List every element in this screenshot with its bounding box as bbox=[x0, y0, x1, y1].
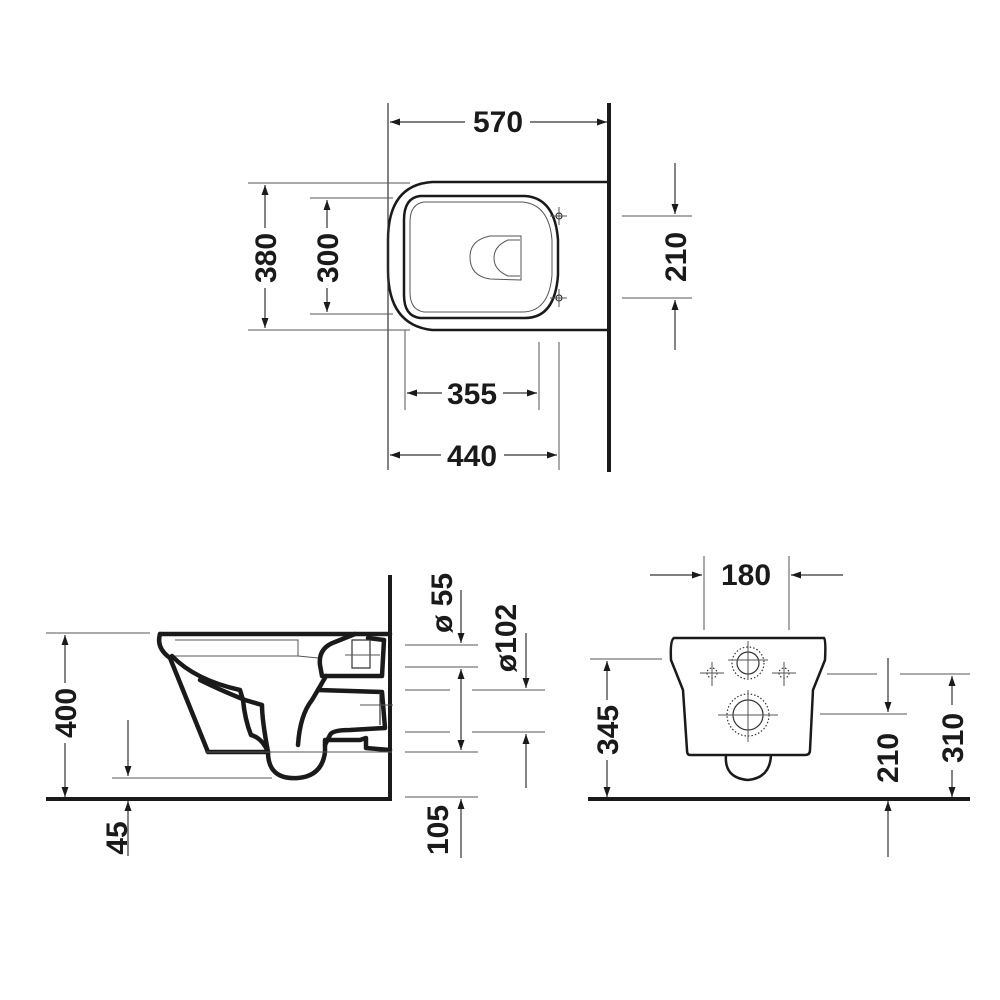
dim-105: 105 bbox=[422, 805, 455, 855]
dim-180: 180 bbox=[721, 559, 771, 592]
top-view: 570 380 300 210 355 440 bbox=[248, 103, 693, 473]
dim-210-top: 210 bbox=[660, 232, 693, 282]
dim-dia-102: ø102 bbox=[490, 604, 523, 672]
bowl-inner-rim bbox=[402, 194, 560, 320]
dim-345: 345 bbox=[592, 705, 625, 755]
fixing-hole-icon bbox=[550, 289, 567, 307]
side-view: 400 45 ø 55 ø102 105 bbox=[46, 573, 545, 858]
fixing-hole-icon bbox=[550, 207, 567, 225]
dim-570: 570 bbox=[473, 106, 523, 139]
dim-355: 355 bbox=[447, 378, 497, 411]
outlet-hole-icon bbox=[718, 690, 778, 742]
rear-view: 180 345 210 310 bbox=[588, 556, 970, 857]
fixing-hole-icon bbox=[772, 662, 796, 686]
dim-210-rear: 210 bbox=[872, 733, 905, 783]
dim-440: 440 bbox=[447, 440, 497, 473]
rear-body-outline bbox=[669, 636, 827, 757]
outlet-bottom bbox=[724, 754, 773, 782]
dim-dia-55: ø 55 bbox=[426, 573, 459, 633]
dim-300: 300 bbox=[312, 233, 345, 283]
dim-45: 45 bbox=[101, 821, 134, 854]
dim-310: 310 bbox=[937, 713, 970, 763]
bowl-outline bbox=[386, 180, 609, 332]
outlet-shape bbox=[469, 235, 522, 281]
dim-380: 380 bbox=[250, 233, 283, 283]
fixing-hole-icon bbox=[700, 662, 724, 686]
dim-400: 400 bbox=[50, 688, 83, 738]
inlet-hole-icon bbox=[728, 641, 768, 680]
